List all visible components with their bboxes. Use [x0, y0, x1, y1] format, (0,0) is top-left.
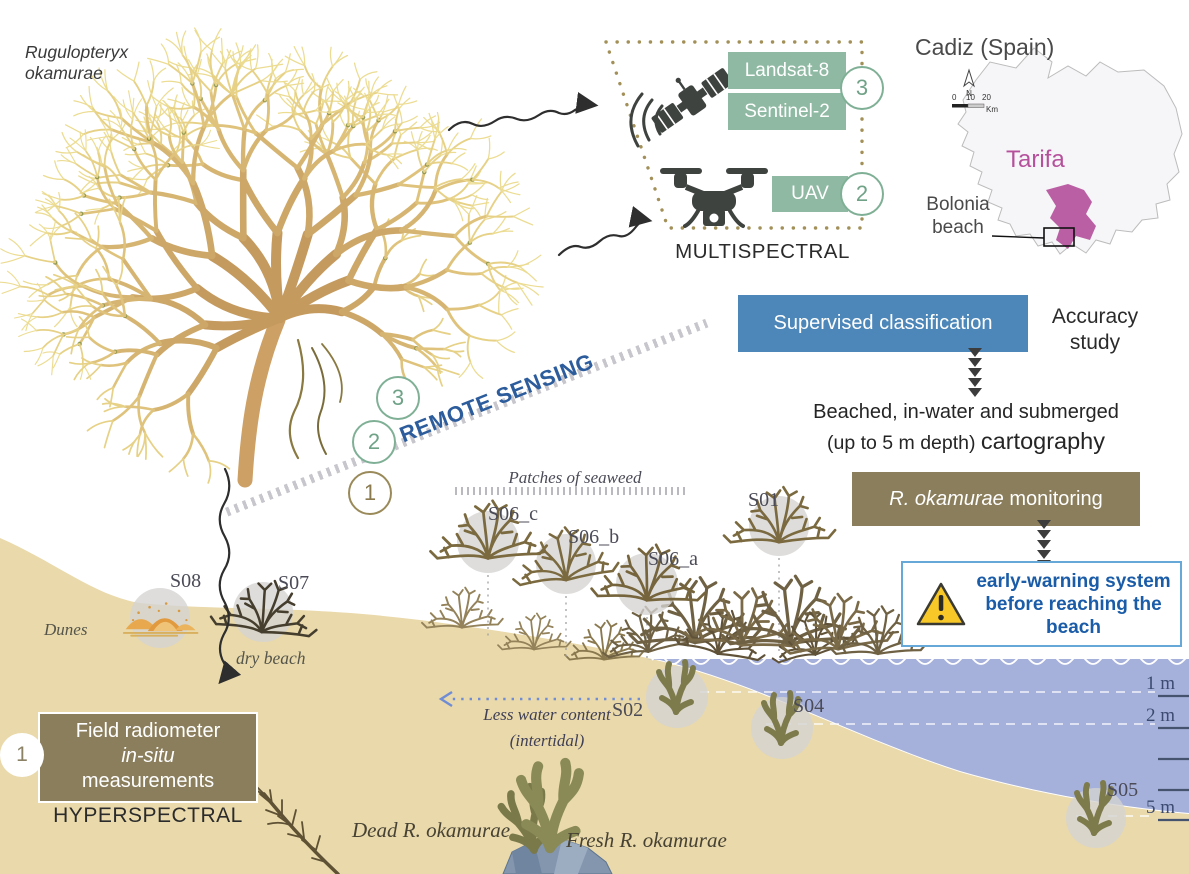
accuracy-line2: study [1069, 331, 1121, 354]
warning-triangle-icon [916, 582, 966, 626]
chevrons-classification [968, 347, 982, 398]
field-line3: measurements [81, 770, 215, 792]
patches-hatched-line [455, 487, 687, 495]
station-label-s08: S08 [170, 570, 202, 592]
hyperspectral-caption: HYPERSPECTRAL [53, 804, 243, 827]
cadiz-map: N 0 10 20 Km [918, 42, 1188, 260]
less-water-arrow [438, 690, 640, 708]
depth-label-2m: 2 m [1146, 705, 1176, 726]
scale-unit: Km [986, 105, 998, 114]
landsat-tag: Landsat-8 [728, 52, 846, 89]
north-label: N [966, 89, 972, 98]
monitoring-box: R. okamurae monitoring [852, 472, 1140, 526]
step-3-label: 3 [391, 385, 405, 410]
landsat-label: Landsat-8 [744, 59, 830, 81]
map-title: Cadiz (Spain) [915, 34, 1055, 60]
step-1-field-circle: 1 [0, 733, 44, 777]
bolonia-line2: beach [932, 217, 984, 238]
cartography-word: cartography [980, 428, 1106, 454]
step-1-field-label: 1 [16, 743, 28, 766]
step-3-circle: 3 [376, 376, 420, 420]
station-label-s06c: S06_c [488, 503, 538, 525]
station-label-s01: S01 [748, 489, 780, 511]
depth-label-5m: 5 m [1146, 797, 1176, 818]
arrow-to-satellite [447, 92, 599, 132]
warning-line1: early-warning system [976, 570, 1171, 592]
patches-label: Patches of seaweed [508, 468, 642, 487]
station-label-s02: S02 [612, 699, 644, 721]
dead-okamurae-label: Dead R. okamurae [352, 818, 511, 842]
uav-label: UAV [791, 183, 829, 204]
bolonia-line1: Bolonia [926, 194, 990, 215]
dead-okamurae-illustration [251, 785, 340, 874]
drone-icon [660, 168, 768, 228]
accuracy-study-label: Accuracy study [1040, 304, 1150, 356]
field-radiometer-box: Field radiometer in-situ measurements [38, 712, 258, 803]
less-water-line1: Less water content [483, 705, 611, 724]
species-line2: okamurae [25, 63, 103, 83]
early-warning-text: early-warning system before reaching the… [967, 570, 1180, 639]
step-3-satellite: 3 [855, 75, 869, 100]
step-1-label: 1 [363, 480, 377, 505]
species-line1: Rugulopteryx [25, 42, 129, 62]
scale-20: 20 [982, 93, 991, 102]
bolonia-beach-marker [1043, 227, 1075, 247]
supervised-classification-box: Supervised classification [738, 295, 1028, 352]
north-arrow-icon: N [963, 68, 975, 98]
map-scale-bar: 0 10 20 Km [952, 93, 998, 114]
cartography-line1: Beached, in-water and submerged [813, 401, 1119, 423]
scale-0: 0 [952, 93, 957, 102]
species-label: Rugulopteryx okamurae [25, 42, 128, 84]
cartography-prefix: (up to 5 m depth) [826, 432, 981, 454]
cartography-caption: Beached, in-water and submerged (up to 5… [770, 399, 1162, 460]
multispectral-caption: MULTISPECTRAL [675, 240, 850, 263]
fresh-okamurae-label: Fresh R. okamurae [566, 828, 727, 852]
warning-line2: before reaching the [985, 593, 1162, 615]
monitoring-rest: monitoring [1003, 487, 1103, 510]
station-label-s05: S05 [1107, 779, 1139, 801]
arrow-to-field-radiometer [218, 467, 242, 685]
station-label-s04: S04 [793, 695, 825, 717]
accuracy-line1: Accuracy [1051, 305, 1139, 328]
step-2-label: 2 [367, 429, 381, 454]
step-2-uav: 2 [855, 181, 869, 206]
rugulopteryx-illustration [0, 27, 544, 488]
less-water-line2: (intertidal) [509, 731, 585, 750]
wavy-arrows [218, 92, 653, 685]
early-warning-box: early-warning system before reaching the… [901, 561, 1182, 647]
sentinel-tag: Sentinel-2 [728, 93, 846, 130]
bolonia-pointer-line [991, 235, 1045, 239]
step-1-circle: 1 [348, 471, 392, 515]
scale-10: 10 [966, 93, 975, 102]
cadiz-province-shape [957, 47, 1183, 255]
field-line1: Field radiometer [75, 720, 221, 742]
station-label-s06a: S06_a [648, 548, 698, 570]
tarifa-municipality-shape [1046, 184, 1096, 249]
field-line2: in-situ [121, 745, 175, 767]
sentinel-label: Sentinel-2 [744, 100, 830, 122]
monitoring-species: R. okamurae [889, 487, 1004, 510]
less-water-label: Less water content (intertidal) [462, 702, 632, 754]
fresh-okamurae-illustration [498, 763, 613, 874]
uav-tag: UAV [772, 176, 848, 212]
warning-line3: beach [1046, 616, 1101, 638]
station-label-s06b: S06_b [568, 526, 620, 548]
bolonia-label: Bolonia beach [916, 193, 1000, 239]
tarifa-label: Tarifa [1006, 146, 1065, 173]
arrow-to-drone [557, 205, 653, 257]
dry-beach-label: dry beach [236, 648, 306, 668]
step-2-uav-circle: 2 [840, 172, 884, 216]
depth-ticks [1158, 694, 1189, 822]
step-3-satellite-circle: 3 [840, 66, 884, 110]
classification-label: Supervised classification [773, 312, 993, 334]
step-2-circle: 2 [352, 420, 396, 464]
depth-label-1m: 1 m [1146, 673, 1176, 694]
satellite-icon [629, 68, 733, 148]
dunes-label: Dunes [44, 620, 88, 639]
station-label-s07: S07 [278, 572, 310, 594]
station-connectors [487, 558, 780, 662]
